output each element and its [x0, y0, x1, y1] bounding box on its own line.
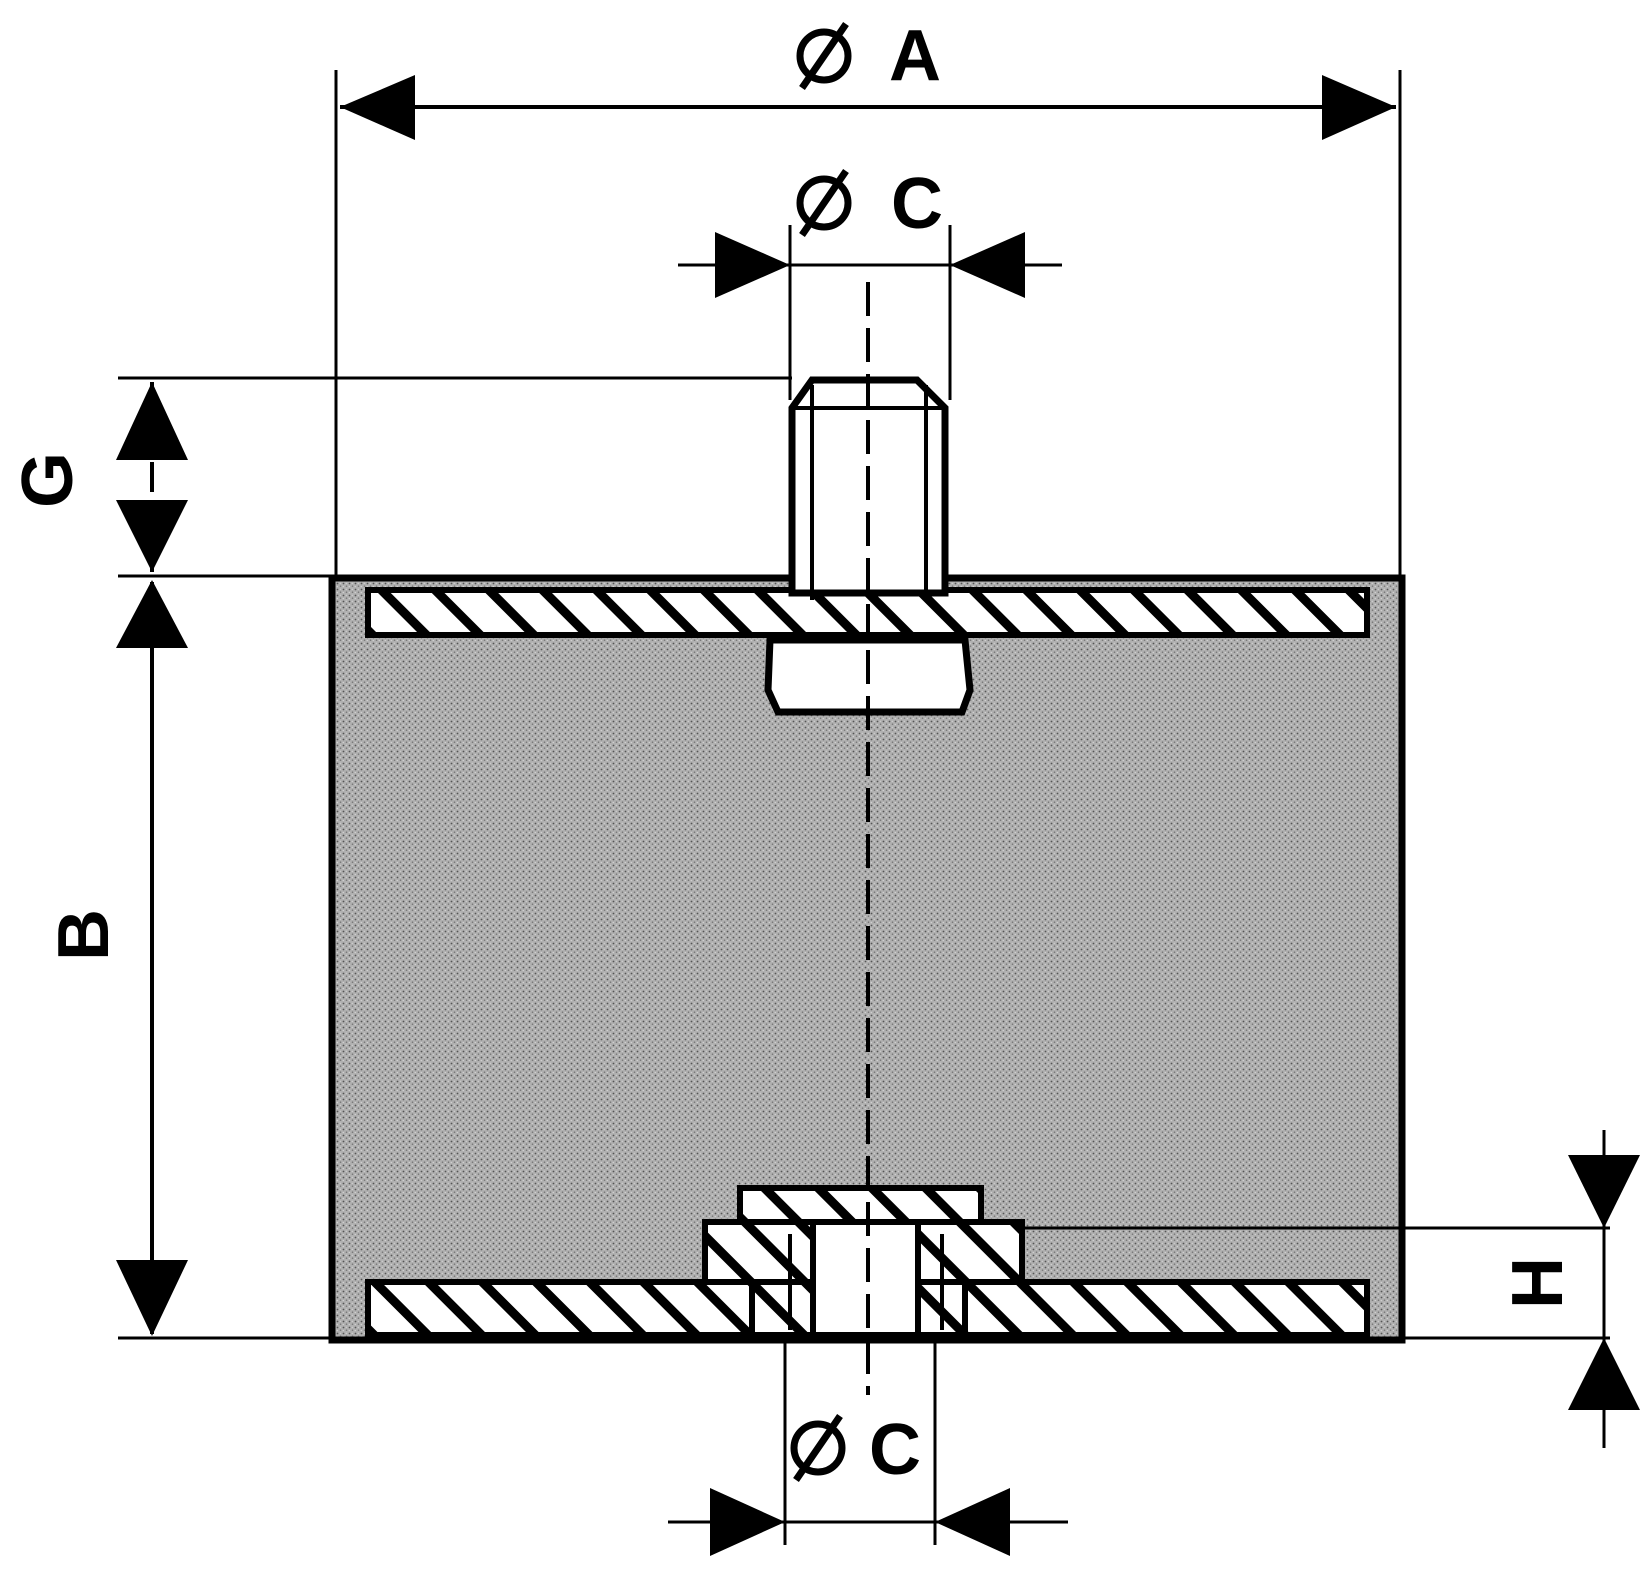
dimension-g: G [8, 376, 792, 578]
dim-a-label: A [889, 16, 941, 96]
dimension-a: A [334, 16, 1402, 578]
bottom-insert [702, 1185, 1025, 1338]
dim-c-bottom-label: C [869, 1410, 921, 1490]
diameter-icon [796, 22, 852, 90]
dimension-c-top: C [678, 164, 1062, 400]
dimension-c-bottom: C [668, 1342, 1068, 1556]
dimension-h: H [1022, 1130, 1640, 1448]
dim-g-label: G [8, 452, 88, 508]
dim-h-label: H [1498, 1257, 1578, 1309]
dim-c-top-label: C [891, 164, 943, 244]
dim-b-label: B [44, 909, 124, 961]
diameter-icon [796, 169, 852, 237]
diameter-icon [790, 1414, 846, 1482]
dimension-b: B [44, 580, 340, 1340]
